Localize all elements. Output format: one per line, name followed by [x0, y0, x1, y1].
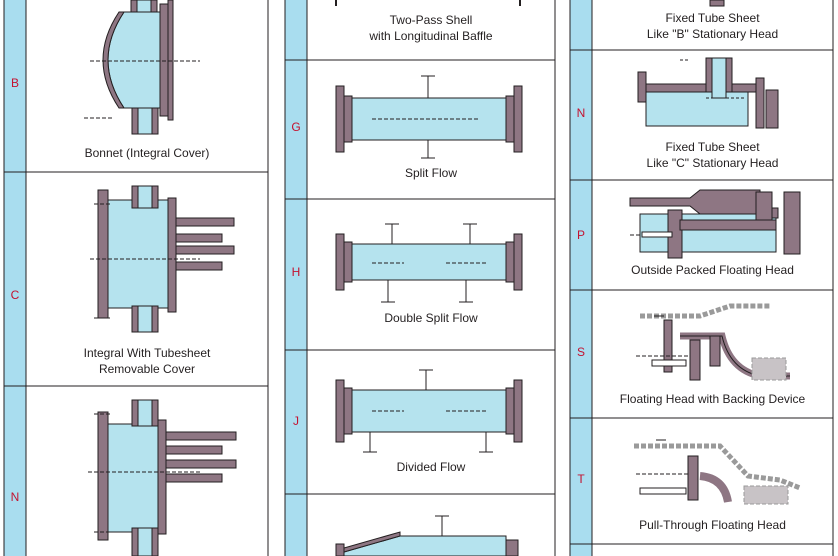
outside-packed-floating-head-p-drawing [629, 189, 801, 259]
floating-head-backing-device-s-drawing [636, 303, 790, 381]
rear-row-t-label: Pull-Through Floating Head [639, 518, 786, 532]
rear-row-p-label: Outside Packed Floating Head [631, 263, 794, 277]
rear-row-l-label-line2: Like "B" Stationary Head [646, 27, 779, 41]
rear-row-t-letter: T [577, 472, 585, 486]
front-row-n-letter: N [10, 490, 20, 504]
front-row-c-label-line2: Removable Cover [98, 362, 196, 376]
rear-row-s-letter: S [576, 345, 585, 359]
shell-letter-column [285, 0, 307, 556]
grid-lines [3, 0, 834, 556]
shell-row-f-label-line2: with Longitudinal Baffle [369, 29, 493, 43]
rear-row-l-label-line1: Fixed Tube Sheet [665, 11, 760, 25]
fixed-tubesheet-n-drawing [637, 57, 779, 129]
integral-tubesheet-c-drawing [90, 185, 235, 333]
shell-row-j-label: Divided Flow [396, 460, 466, 474]
shell-row-f-label-line1: Two-Pass Shell [389, 13, 473, 27]
bonnet-b-drawing [84, 0, 200, 135]
kettle-shell-drawing [335, 515, 519, 556]
two-pass-shell-drawing [335, 0, 521, 6]
rear-row-n-letter: N [576, 106, 586, 120]
integral-tubesheet-n-drawing [88, 399, 237, 556]
rear-row-s-label: Floating Head with Backing Device [619, 392, 806, 406]
shell-row-j-letter: J [293, 414, 299, 428]
rear-row-p-letter: P [576, 228, 585, 242]
front-row-c-label-line1: Integral With Tubesheet [83, 346, 211, 360]
shell-row-h-label: Double Split Flow [384, 311, 478, 325]
rear-letter-column [570, 0, 592, 556]
shell-row-h-letter: H [291, 265, 301, 279]
split-flow-g-drawing [335, 75, 523, 159]
fixed-tubesheet-l-drawing [709, 0, 725, 7]
rear-row-n-label-line1: Fixed Tube Sheet [665, 140, 760, 154]
pull-through-floating-head-t-drawing [634, 439, 801, 505]
divided-flow-j-drawing [335, 369, 523, 453]
front-row-b-letter: B [10, 76, 19, 90]
front-letter-column [4, 0, 26, 556]
shell-row-g-label: Split Flow [404, 166, 457, 180]
shell-row-g-letter: G [291, 120, 301, 134]
rear-row-n-label-line2: Like "C" Stationary Head [646, 156, 779, 170]
front-row-b-label: Bonnet (Integral Cover) [84, 146, 210, 160]
double-split-flow-h-drawing [335, 223, 523, 303]
front-row-c-letter: C [10, 288, 20, 302]
